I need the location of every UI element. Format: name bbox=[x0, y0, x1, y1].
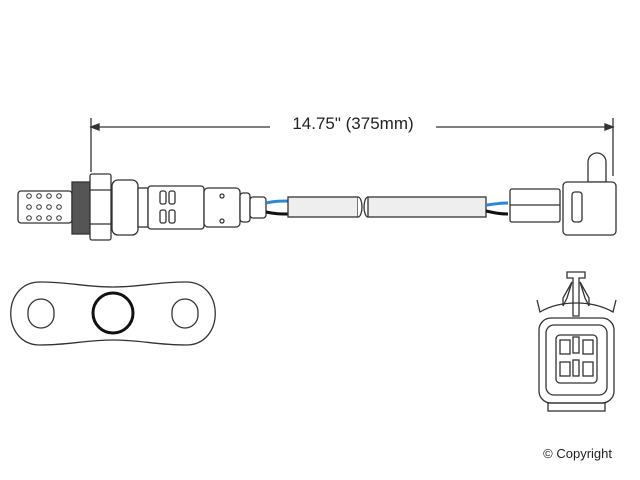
connector-face bbox=[536, 271, 617, 412]
dimension-label: 14.75" (375mm) bbox=[270, 114, 436, 134]
mounting-gasket bbox=[10, 281, 216, 346]
oxygen-sensor bbox=[17, 173, 267, 241]
connector-side bbox=[509, 152, 617, 236]
copyright-notice: © Copyright bbox=[543, 446, 612, 461]
sensor-cable bbox=[265, 196, 509, 218]
